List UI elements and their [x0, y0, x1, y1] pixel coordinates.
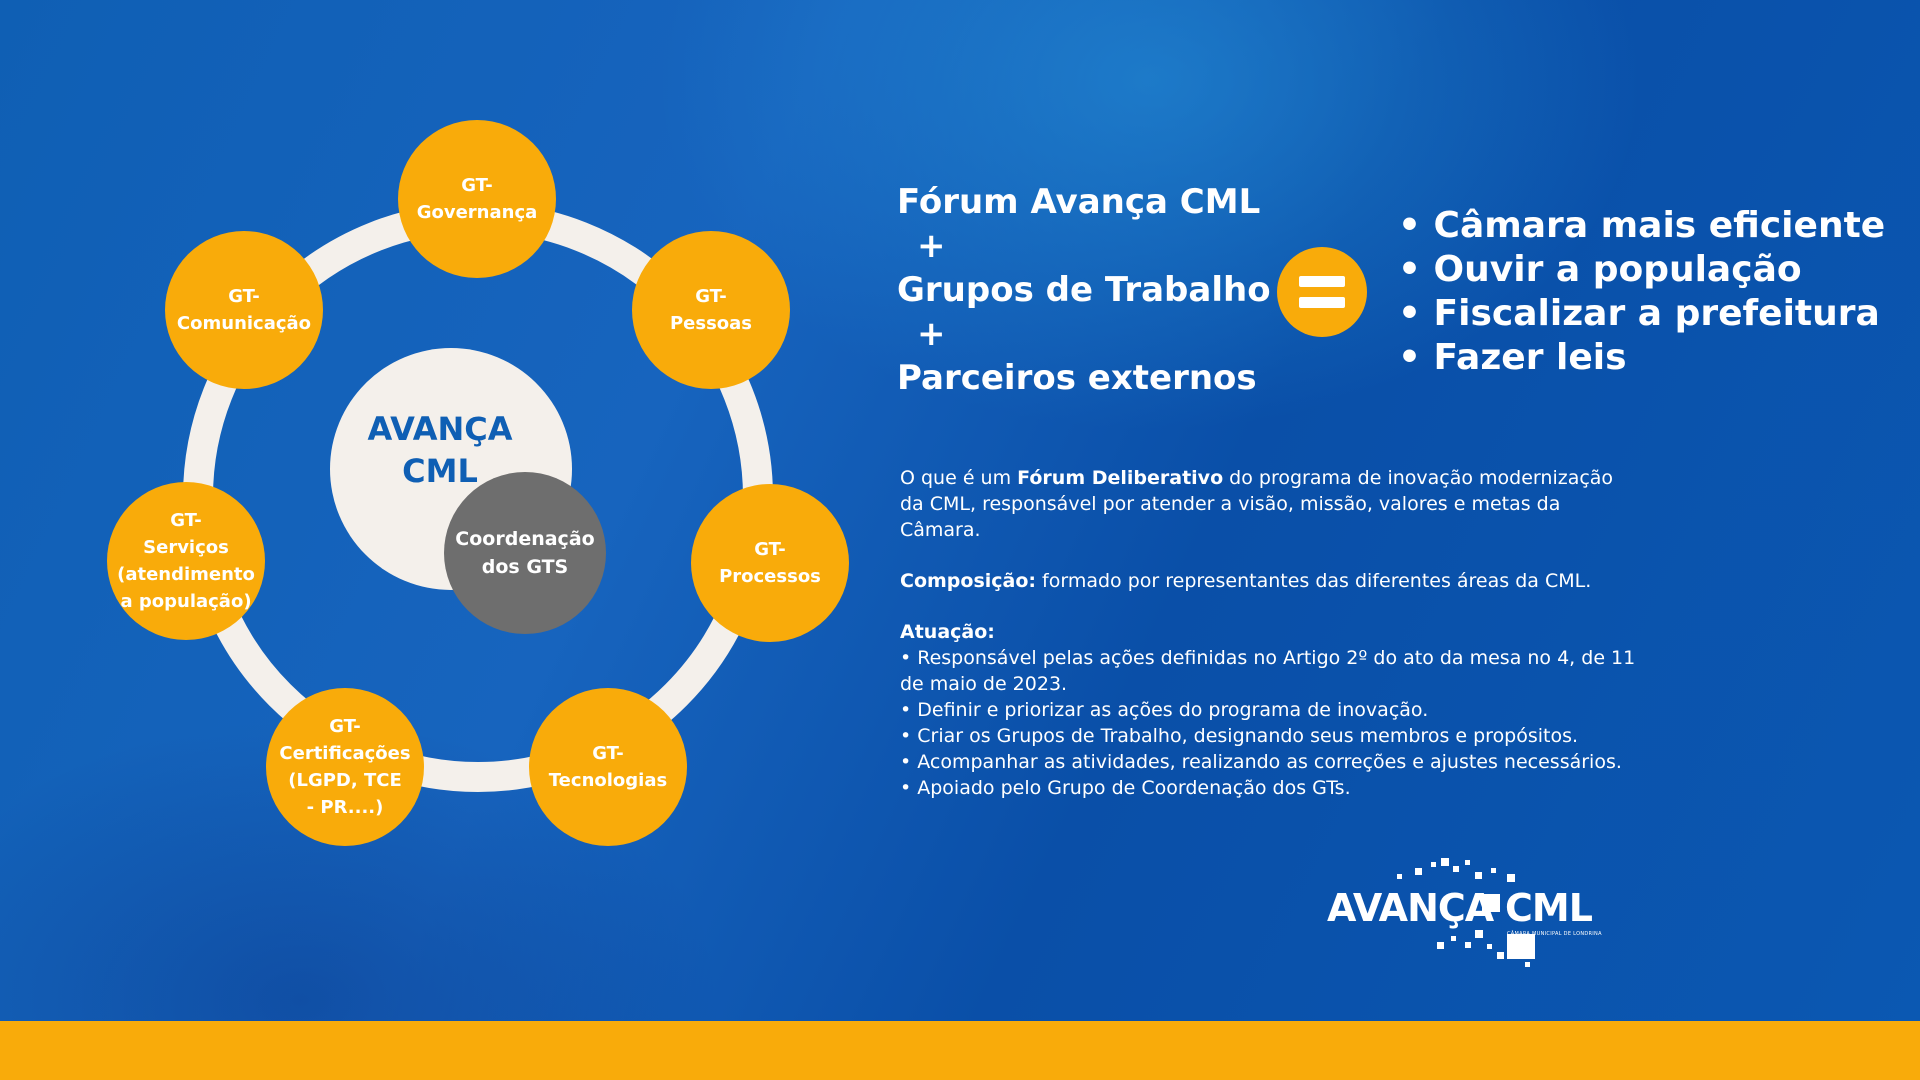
outcome-item: • Ouvir a população	[1398, 249, 1802, 290]
gt-processos-node: GT- Processos	[691, 484, 849, 642]
composition-paragraph: Composição: formado por representantes d…	[900, 570, 1592, 592]
outcome-item: • Fazer leis	[1398, 337, 1627, 378]
actuation-item: • Definir e priorizar as ações do progra…	[900, 699, 1429, 721]
gt-governanca-node: GT- Governança	[398, 120, 556, 278]
equation-terms: Fórum Avança CML + Grupos de Trabalho + …	[897, 180, 1271, 400]
term-forum: Fórum Avança CML	[897, 182, 1261, 222]
equals-bar-bottom	[1299, 297, 1345, 308]
outcome-item: • Câmara mais eficiente	[1398, 205, 1886, 246]
gt-servicos-node: GT- Serviços (atendimento a população)	[107, 482, 265, 640]
outcomes-list: • Câmara mais eficiente • Ouvir a popula…	[1398, 204, 1885, 380]
actuation-label: Atuação:	[900, 621, 995, 643]
bottom-accent-bar	[0, 1021, 1920, 1080]
term-grupos: Grupos de Trabalho	[897, 270, 1271, 310]
equals-icon	[1277, 247, 1367, 337]
intro-paragraph: O que é um Fórum Deliberativo do program…	[900, 467, 1614, 541]
description-block: O que é um Fórum Deliberativo do program…	[900, 465, 1640, 801]
logo-subtitle: CÂMARA MUNICIPAL DE LONDRINA	[1507, 931, 1602, 937]
logo-word-cml: CML	[1505, 886, 1593, 930]
avanca-cml-logo: AVANÇA CML CÂMARA MUNICIPAL DE LONDRINA	[1325, 858, 1602, 968]
logo-word-avanca: AVANÇA	[1327, 886, 1494, 930]
actuation-item: • Responsável pelas ações definidas no A…	[900, 647, 1636, 695]
gt-tecnologias-node: GT- Tecnologias	[529, 688, 687, 846]
actuation-item: • Criar os Grupos de Trabalho, designand…	[900, 725, 1579, 747]
actuation-item: • Acompanhar as atividades, realizando a…	[900, 751, 1622, 773]
plus-sign: +	[917, 226, 946, 266]
coordination-circle: Coordenação dos GTS	[444, 472, 606, 634]
gt-comunicacao-node: GT- Comunicação	[165, 231, 323, 389]
equals-bar-top	[1299, 276, 1345, 287]
gt-pessoas-node: GT- Pessoas	[632, 231, 790, 389]
outcome-item: • Fiscalizar a prefeitura	[1398, 293, 1880, 334]
plus-sign: +	[917, 314, 946, 354]
term-parceiros: Parceiros externos	[897, 358, 1257, 398]
center-title: AVANÇA CML	[367, 410, 513, 490]
gt-certificacoes-node: GT- Certificações (LGPD, TCE - PR....)	[266, 688, 424, 846]
actuation-item: • Apoiado pelo Grupo de Coordenação dos …	[900, 777, 1351, 799]
